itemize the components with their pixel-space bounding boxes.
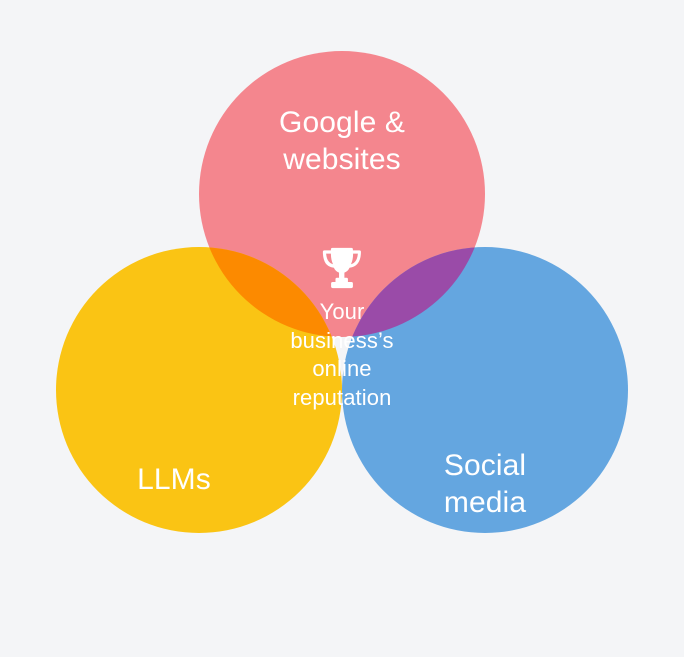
circle-google-websites[interactable] [199,51,485,337]
center-label: Your business’s online reputation [290,299,394,410]
circle-social-media[interactable] [342,247,628,533]
trophy-icon [322,247,361,289]
circle-llms[interactable] [56,247,342,533]
center-content: Your business’s online reputation [262,246,422,412]
trophy-base [331,281,353,289]
